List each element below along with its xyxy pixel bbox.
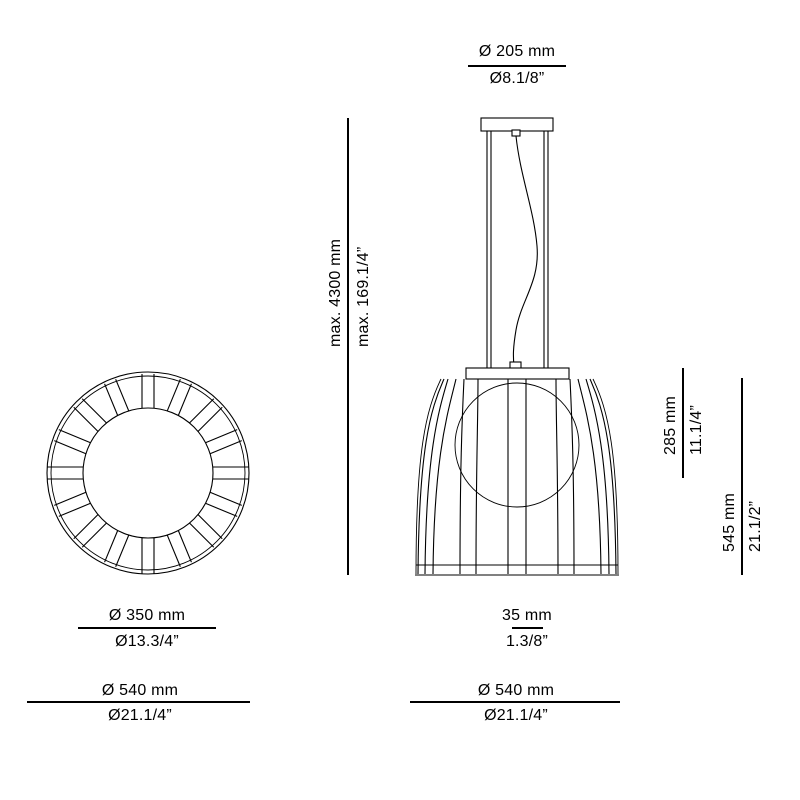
top-view-radial-bars <box>47 374 249 574</box>
dim-outer-diameter-top-inch: Ø21.1/4” <box>108 707 172 724</box>
cage-bar-r3-a <box>589 378 617 575</box>
cage-bar-l2-b <box>424 378 449 575</box>
cage-bar-l1-a <box>475 378 479 575</box>
cable-curve <box>512 135 538 367</box>
inner-diffuser-sphere <box>454 382 580 508</box>
dim-outer-diameter-top-mm: Ø 540 mm <box>102 682 178 699</box>
cage-bar-r3-b <box>592 378 619 575</box>
dim-outer-diameter-front-inch: Ø21.1/4” <box>484 707 548 724</box>
dim-bar-width-inch: 1.3/8” <box>506 633 548 650</box>
cage-bar-r2-a <box>577 378 602 575</box>
front-elevation-view <box>415 117 619 576</box>
dim-total-height-mm: 545 mm <box>721 493 738 552</box>
ceiling-canopy-plate <box>480 117 554 132</box>
dim-outer-diameter-front-mm: Ø 540 mm <box>478 682 554 699</box>
top-view-outer-circle-inner-edge <box>50 375 246 571</box>
dim-canopy-diameter-mm: Ø 205 mm <box>479 43 555 60</box>
cage-bar-r1-b <box>569 378 575 575</box>
diffuser-outline <box>454 382 580 508</box>
cage-bar-l3-a <box>417 378 445 575</box>
dim-inner-diameter-mm: Ø 350 mm <box>109 607 185 624</box>
dim-total-height-inch: 21.1/2” <box>747 501 764 552</box>
cage-bar-l1-b <box>459 378 465 575</box>
dim-max-drop-mm: max. 4300 mm <box>327 239 344 347</box>
dim-max-drop-inch: max. 169.1/4” <box>355 247 372 347</box>
cage-bar-l2-a <box>432 378 457 575</box>
dim-shade-height-inch: 11.1/4” <box>688 405 705 455</box>
top-view-inner-circle <box>82 407 214 539</box>
dim-canopy-diameter-inch: Ø8.1/8” <box>490 70 545 87</box>
suspension-rods <box>486 131 549 368</box>
dim-bar-width-mm: 35 mm <box>502 607 552 624</box>
top-view-outer-circle <box>46 371 250 575</box>
cage-bar-r2-b <box>585 378 610 575</box>
cage-bars <box>415 378 619 575</box>
power-cable <box>509 129 538 370</box>
dim-shade-height-mm: 285 mm <box>662 396 679 455</box>
bottom-ring-band <box>415 564 619 576</box>
cable-top-connector <box>511 129 521 137</box>
dim-inner-diameter-inch: Ø13.3/4” <box>115 633 179 650</box>
top-view-plan <box>46 371 250 575</box>
shade-top-plate <box>465 367 570 380</box>
cage-bar-r1-a <box>555 378 559 575</box>
cage-bar-l3-b <box>415 378 442 575</box>
